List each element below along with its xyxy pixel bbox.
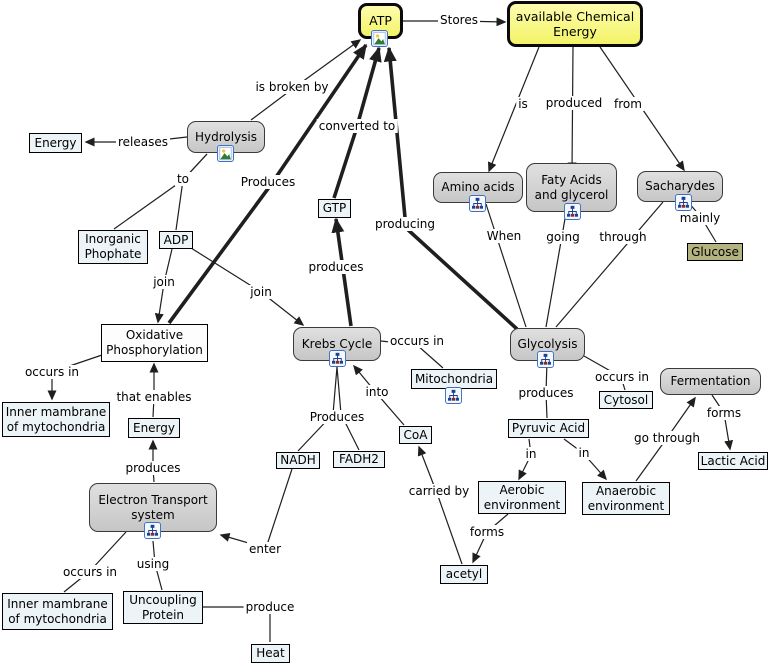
link-label-stores[interactable]: Stores xyxy=(438,13,480,27)
edge-carried_by xyxy=(417,445,463,565)
link-label-when[interactable]: When xyxy=(484,229,524,243)
link-label-occurs_in_ets[interactable]: occurs in xyxy=(60,565,120,579)
image-resource-icon[interactable] xyxy=(217,145,234,162)
node-energy2[interactable]: Energy xyxy=(128,418,180,438)
link-label-occurs_in_glyc[interactable]: occurs in xyxy=(592,370,652,384)
node-heat[interactable]: Heat xyxy=(251,644,290,663)
link-label-forms_aero[interactable]: forms xyxy=(467,525,507,539)
link-label-to[interactable]: to xyxy=(174,172,192,186)
node-ace[interactable]: available Chemical Energy xyxy=(507,1,643,47)
edge-is xyxy=(488,46,540,173)
node-ferm[interactable]: Fermentation xyxy=(660,368,761,395)
node-energy1[interactable]: Energy xyxy=(29,133,82,153)
link-label-into[interactable]: into xyxy=(363,385,391,399)
node-gtp[interactable]: GTP xyxy=(318,199,351,218)
edge-join2 xyxy=(190,247,305,326)
edge-produces_krebs_nadh xyxy=(297,366,338,452)
node-adp[interactable]: ADP xyxy=(159,231,193,249)
node-glucose[interactable]: Glucose xyxy=(687,243,743,261)
node-oxphos[interactable]: Oxidative Phosphorylation xyxy=(101,324,208,362)
link-label-forms_ferm[interactable]: forms xyxy=(704,406,744,420)
link-label-in2[interactable]: in xyxy=(576,446,592,460)
link-label-going[interactable]: going xyxy=(544,230,582,244)
edge-through xyxy=(555,201,664,328)
link-label-join2[interactable]: join xyxy=(248,285,274,299)
edge-to_adp xyxy=(175,153,208,231)
node-innermem2[interactable]: Inner mambrane of mytochondria xyxy=(2,593,113,630)
image-resource-icon[interactable] xyxy=(371,30,388,47)
node-nadh[interactable]: NADH xyxy=(276,452,320,469)
concept-map-resource-icon[interactable] xyxy=(445,387,462,404)
link-label-join1[interactable]: join xyxy=(151,275,177,289)
link-label-releases[interactable]: releases xyxy=(115,135,171,149)
edge-when xyxy=(485,203,527,328)
link-label-occurs_in_krebs[interactable]: occurs in xyxy=(387,334,447,348)
link-label-mainly[interactable]: mainly xyxy=(677,211,723,225)
node-acetyl[interactable]: acetyl xyxy=(440,565,488,584)
edge-forms_ferm xyxy=(711,394,734,451)
node-lactic[interactable]: Lactic Acid xyxy=(698,452,768,470)
node-pyruvic[interactable]: Pyruvic Acid xyxy=(508,419,589,438)
link-label-go_through[interactable]: go through xyxy=(632,431,702,445)
link-label-produces_krebs[interactable]: Produces xyxy=(307,410,367,424)
concept-map-resource-icon[interactable] xyxy=(537,351,554,368)
node-uncoupling[interactable]: Uncoupling Protein xyxy=(123,591,203,624)
link-label-that_enables[interactable]: that enables xyxy=(114,390,194,404)
node-aerobic[interactable]: Aerobic environment xyxy=(478,481,566,514)
link-label-enter[interactable]: enter xyxy=(246,542,284,556)
link-label-producing[interactable]: producing xyxy=(372,217,438,231)
link-label-produces_gtp[interactable]: produces xyxy=(306,260,366,274)
link-label-produced[interactable]: produced xyxy=(543,96,605,110)
edge-enter xyxy=(219,468,293,549)
link-label-through[interactable]: through xyxy=(597,230,649,244)
concept-map-resource-icon[interactable] xyxy=(564,203,581,220)
edge-to_inorganic xyxy=(113,153,208,230)
concept-map-resource-icon[interactable] xyxy=(675,194,692,211)
edge-produces_krebs_fadh2 xyxy=(336,366,360,451)
link-label-using[interactable]: using xyxy=(134,557,172,571)
link-label-occurs_in_oxp[interactable]: occurs in xyxy=(22,365,82,379)
node-cytosol[interactable]: Cytosol xyxy=(599,391,653,409)
link-label-from[interactable]: from xyxy=(612,97,644,111)
node-coa[interactable]: CoA xyxy=(399,426,432,444)
concept-map-resource-icon[interactable] xyxy=(329,350,346,367)
link-label-converted_to[interactable]: converted to xyxy=(316,119,398,133)
node-innermem1[interactable]: Inner mambrane of mytochondria xyxy=(2,402,110,437)
node-mito[interactable]: Mitochondria xyxy=(411,369,497,389)
concept-map-resource-icon[interactable] xyxy=(469,195,486,212)
edge-occurs_in_ets xyxy=(63,531,127,593)
link-label-in1[interactable]: in xyxy=(523,447,539,461)
concept-map-resource-icon[interactable] xyxy=(144,522,161,539)
link-label-produces_ets[interactable]: produces xyxy=(123,461,183,475)
node-anaerobic[interactable]: Anaerobic environment xyxy=(582,482,670,515)
node-fadh2[interactable]: FADH2 xyxy=(333,451,385,468)
link-label-is[interactable]: is xyxy=(516,97,530,111)
link-label-produce[interactable]: produce xyxy=(243,600,297,614)
link-label-carried_by[interactable]: carried by xyxy=(406,484,472,498)
link-label-produces_oxp[interactable]: Produces xyxy=(238,175,298,189)
node-inorganic[interactable]: Inorganic Phophate xyxy=(78,230,148,264)
link-label-is_broken_by[interactable]: is broken by xyxy=(253,80,331,94)
link-label-produces_glyc[interactable]: produces xyxy=(516,386,576,400)
